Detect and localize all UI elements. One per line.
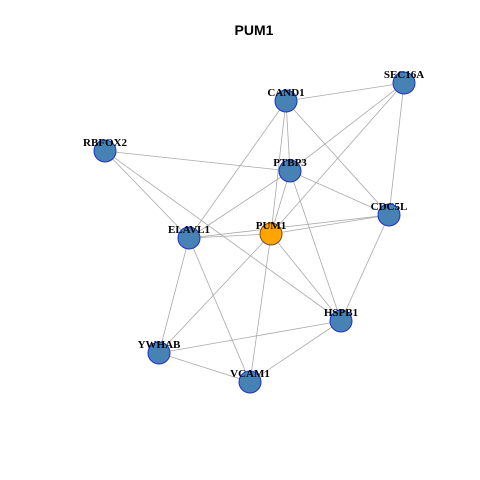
edge-ptbp3-cdc5l [289, 170, 390, 216]
node-label-hspb1: HSPB1 [324, 307, 358, 319]
node-label-rbfox2: RBFOX2 [83, 137, 128, 149]
edge-cdc5l-hspb1 [340, 214, 390, 322]
node-label-elavl1: ELAVL1 [168, 224, 210, 236]
edge-pum1-vcam1 [249, 233, 272, 383]
edge-cdc5l-elavl1 [188, 214, 390, 239]
edge-pum1-ywhab [158, 233, 272, 354]
node-label-ptbp3: PTBP3 [273, 157, 307, 169]
node-cand1[interactable] [274, 89, 298, 113]
node-hspb1[interactable] [329, 309, 353, 333]
edge-elavl1-pum1 [188, 233, 272, 239]
node-vcam1[interactable] [238, 370, 262, 394]
node-sec16a[interactable] [392, 71, 416, 95]
node-ptbp3[interactable] [278, 159, 302, 183]
node-label-pum1: PUM1 [256, 220, 287, 232]
node-rbfox2[interactable] [93, 139, 117, 163]
node-elavl1[interactable] [177, 226, 201, 250]
edge-ptbp3-elavl1 [188, 170, 291, 239]
edge-pum1-hspb1 [270, 233, 342, 322]
edge-cand1-sec16a [285, 82, 405, 102]
edge-rbfox2-elavl1 [104, 150, 190, 239]
edge-hspb1-ywhab [158, 320, 342, 354]
edge-sec16a-cdc5l [388, 82, 405, 216]
node-label-sec16a: SEC16A [384, 69, 424, 81]
node-ywhab[interactable] [147, 341, 171, 365]
edge-ptbp3-hspb1 [289, 170, 342, 322]
edge-sec16a-ptbp3 [289, 82, 405, 172]
node-pum1[interactable] [259, 222, 283, 246]
nodes-layer [93, 71, 416, 394]
edge-cand1-pum1 [270, 100, 287, 235]
diagram-title: PUM1 [235, 22, 274, 38]
edge-rbfox2-ptbp3 [104, 150, 291, 172]
edge-sec16a-pum1 [270, 82, 405, 235]
node-cdc5l[interactable] [377, 203, 401, 227]
edge-elavl1-ywhab [158, 237, 190, 354]
node-label-cand1: CAND1 [267, 87, 304, 99]
edges-layer [104, 82, 405, 383]
node-label-ywhab: YWHAB [138, 339, 181, 351]
node-label-vcam1: VCAM1 [230, 368, 270, 380]
node-label-cdc5l: CDC5L [371, 201, 408, 213]
edge-elavl1-vcam1 [188, 237, 251, 383]
edge-cdc5l-pum1 [270, 214, 390, 235]
edge-ywhab-vcam1 [158, 352, 251, 383]
edge-hspb1-vcam1 [249, 320, 342, 383]
edge-cand1-ptbp3 [285, 100, 291, 172]
edge-cand1-elavl1 [188, 100, 287, 239]
